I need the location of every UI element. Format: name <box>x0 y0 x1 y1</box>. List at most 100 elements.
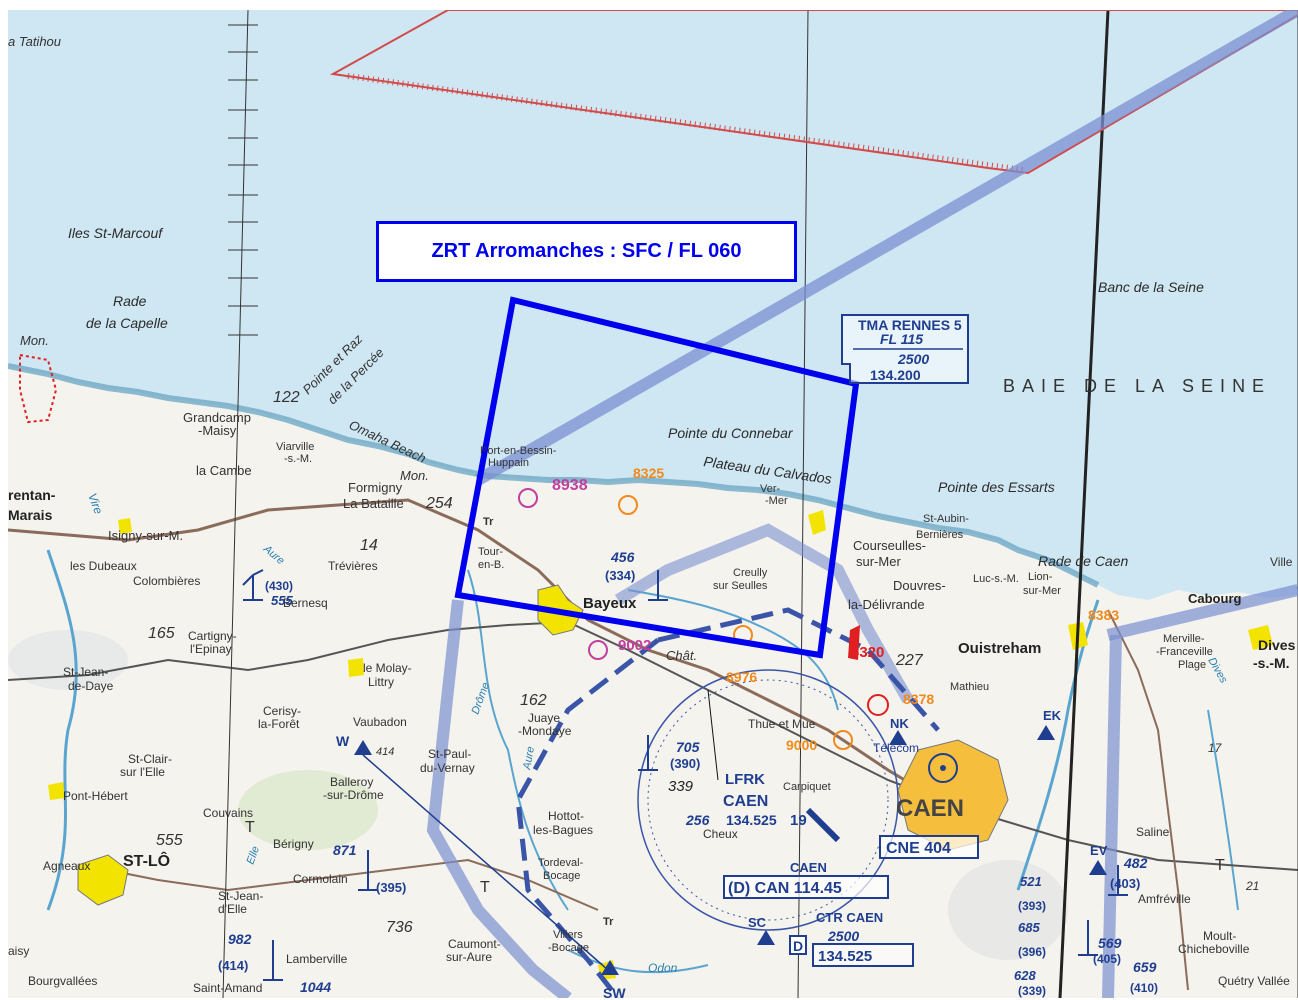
airfield-8938-icon <box>518 488 538 508</box>
town-caen: CAEN <box>896 795 964 822</box>
obstacle-555: 555 <box>271 593 293 608</box>
ctr-name: CTR CAEN <box>816 910 883 925</box>
vrp-ek-icon <box>1037 725 1055 740</box>
river-orne <box>1016 599 1100 891</box>
town-stjean-2: de-Daye <box>68 679 114 693</box>
town-ouistreham: Ouistreham <box>958 640 1041 657</box>
navaid-caen-label: CAEN <box>790 860 827 875</box>
vrp-ev: EV <box>1090 843 1108 858</box>
aerodrome-9002: 9002 <box>618 637 651 654</box>
river-dives <box>1207 709 1239 911</box>
runway-caen <box>805 807 841 843</box>
town-luc: Luc-s.-M. <box>973 573 1019 585</box>
elevation-122: 122 <box>273 389 300 406</box>
town-caumont-1: Caumont- <box>448 937 501 951</box>
town-dives <box>1248 625 1273 650</box>
elevation-21: 21 <box>1245 879 1259 893</box>
airfield-9002-icon <box>588 640 608 660</box>
vor-compass-ticks <box>647 679 889 921</box>
obstacle-390: (390) <box>670 756 700 771</box>
town-grandcamp-1: Grandcamp <box>183 410 251 425</box>
sea-label-tatihou: a Tatihou <box>8 34 61 49</box>
obstacle-456-icon <box>648 570 668 601</box>
town-stpaul-1: St-Paul- <box>428 747 471 761</box>
dme-d-box <box>789 935 807 955</box>
obstacle-982: 982 <box>228 931 252 947</box>
obstacle-396: (396) <box>1018 945 1046 959</box>
town-balleroy-2: -sur-Drôme <box>323 788 384 802</box>
river-label-elle: Elle <box>245 845 263 866</box>
chart-svg: a Tatihou Iles St-Marcouf Rade de la Cap… <box>8 10 1298 998</box>
obstacle-1044: 1044 <box>300 979 331 995</box>
dme-d: D <box>793 938 803 954</box>
town-aisy: aisy <box>8 944 29 958</box>
obstacle-430: (430) <box>265 579 293 593</box>
town-carentan-2: Marais <box>8 507 53 523</box>
vrp-sc: SC <box>748 915 767 930</box>
zrt-label: ZRT Arromanches : SFC / FL 060 <box>431 240 742 262</box>
sea-area <box>8 10 1298 600</box>
tma-boundary-east <box>614 523 914 703</box>
town-molay-1: le Molay- <box>363 661 412 675</box>
town-courseulles-1: Courseulles- <box>853 538 926 553</box>
vrp-ek: EK <box>1043 708 1062 723</box>
airport-elev: 256 <box>685 812 710 828</box>
town-cambe: la Cambe <box>196 463 252 478</box>
vor-label: CNE 404 <box>886 840 951 857</box>
vfr-route <box>362 754 609 971</box>
vrp-nk: NK <box>890 716 909 731</box>
town-couvains: Couvains <box>203 806 253 820</box>
elevation-165: 165 <box>148 625 175 642</box>
sea-label-iles: Iles St-Marcouf <box>68 225 164 241</box>
obstacle-685: 685 <box>1018 920 1040 935</box>
obstacle-982-icon <box>263 940 283 981</box>
vor-compass-rose <box>637 669 899 931</box>
town-stjean-elle-2: d'Elle <box>218 902 247 916</box>
town-merville-1: Merville- <box>1163 633 1205 645</box>
obstacle-569-icon <box>1078 920 1098 956</box>
obstacle-659: 659 <box>1133 959 1157 975</box>
town-cormolain: Cormolain <box>293 872 348 886</box>
vrp-w: W <box>336 733 350 749</box>
road-n13 <box>8 498 939 802</box>
label-mon-1: Mon. <box>20 333 49 348</box>
town-st-aubin: St-Aubin- <box>923 513 969 525</box>
coastline <box>8 363 1100 588</box>
road-stlo <box>107 858 599 911</box>
town-dives-1: Dives <box>1258 637 1296 653</box>
town-cabourg: Cabourg <box>1188 591 1242 606</box>
town-hottot-1: Hottot- <box>548 809 584 823</box>
aerodrome-9000: 9000 <box>786 737 817 753</box>
town-formigny-2: La Bataille <box>343 496 404 511</box>
aerodrome-8325: 8325 <box>633 465 664 481</box>
town-creully-1: Creully <box>733 567 768 579</box>
town-moult-1: Moult- <box>1203 929 1236 943</box>
meridian-2 <box>797 10 809 998</box>
town-lion-2: sur-Mer <box>1023 585 1061 597</box>
road-east <box>1107 609 1189 991</box>
town-tour-1: Tour- <box>478 546 503 558</box>
ulm-9000-icon <box>833 730 853 750</box>
dme-freq-box <box>723 875 889 899</box>
town-ver-1: Ver- <box>760 483 781 495</box>
town-port-2: Huppain <box>488 457 529 469</box>
obstacle-339: 339 <box>668 778 694 795</box>
tma-floor: 2500 <box>897 351 929 367</box>
obstacle-482: 482 <box>1123 855 1148 871</box>
glider-6320-icon <box>867 694 889 716</box>
river-label-aure: Aure <box>521 746 537 772</box>
town-formigny-1: Formigny <box>348 480 403 495</box>
town-balleroy-1: Balleroy <box>330 775 373 789</box>
elevation-414: 414 <box>376 746 394 758</box>
vrp-ev-icon <box>1089 860 1107 875</box>
town-carentan-1: rentan- <box>8 487 56 503</box>
town-tour-2: en-B. <box>478 559 504 571</box>
town-villers-2: -Bocage <box>548 942 589 954</box>
river-label-odon: Odon <box>648 961 678 975</box>
town-cerisy-1: Cerisy- <box>263 704 301 718</box>
tma-boundary-line <box>475 10 1298 486</box>
town-quetry: Quétry Vallée <box>1218 974 1290 988</box>
latitude-ticks <box>228 24 258 336</box>
label-mon-2: Mon. <box>400 468 429 483</box>
town-caumont-2: sur-Aure <box>446 950 492 964</box>
